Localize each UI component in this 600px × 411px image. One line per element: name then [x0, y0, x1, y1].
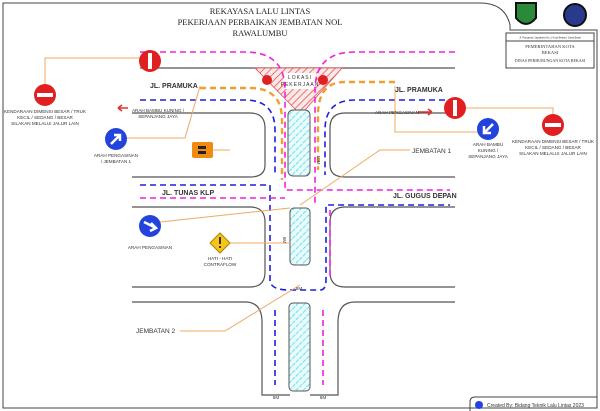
median-2: [289, 207, 311, 266]
info-org-1: PEMERINTAHAN KOTA: [525, 44, 575, 49]
note-arah-bambu-left-1: ARAH BAMBU KUNING /: [132, 108, 185, 113]
footer-logo-icon: [475, 401, 483, 409]
note-arah-pengasinan-j1-2: / JEMBATAN 1: [101, 159, 132, 164]
road-edges: [132, 67, 455, 396]
dimension-6m-b: 6M: [296, 286, 303, 291]
info-org-3: DINAS PERHUBUNGAN KOTA BEKASI: [515, 58, 586, 63]
note-no-entry-left-3: SILAKAN MELALUI JALUR LAIN: [11, 121, 79, 126]
title-line-1: REKAYASA LALU LINTAS: [210, 6, 311, 16]
note-arah-pengasinan-top: ARAH PENGASINAN: [375, 110, 419, 115]
footer-credit: Created By: Bidang Teknik Lalu Lintas 20…: [487, 403, 584, 409]
no-entry-sign-left: [34, 84, 56, 106]
note-arah-bambu-right-2: KUNING /: [478, 148, 499, 153]
dimension-6m-c: 6M: [273, 395, 280, 400]
note-contraflow-1: HATI - HATI: [208, 256, 232, 261]
note-no-entry-right-3: SILAKAN MELALUI JALUR LAIN: [519, 151, 587, 156]
work-zone-label-2: PEKERJAAN: [281, 82, 320, 88]
direction-sign-right: [477, 118, 499, 140]
work-zone-label-1: LOKASI: [288, 75, 312, 81]
no-entry-icon: [262, 75, 272, 85]
note-no-entry-left-1: KENDARAAN DIMENSI BESAR / TRUK: [4, 109, 87, 114]
note-no-entry-right-1: KENDARAAN DIMENSI BESAR / TRUK: [512, 139, 595, 144]
leader-lines: [44, 57, 554, 332]
note-arah-pengasinan-j1-1: ARAH PENGASINAN: [94, 153, 138, 158]
logo-dishub: [563, 3, 587, 27]
road-label-pramuka-right: JL. PRAMUKA: [395, 87, 443, 94]
no-entry-icon: [318, 75, 328, 85]
info-box: [505, 32, 595, 69]
road-label-tunas-klp: JL. TUNAS KLP: [162, 190, 214, 197]
note-no-entry-right-2: KECIL / SEDANG / BESAR: [525, 145, 581, 150]
note-arah-bambu-right-1: ARAH BAMBU: [473, 142, 503, 147]
no-entry-sign-top: [139, 50, 161, 72]
barrier-icon: [192, 142, 213, 158]
no-entry-sign-right-top: [444, 97, 466, 119]
direction-sign-left: [105, 128, 127, 150]
note-arah-pengasinan-mid: ARAH PENGASINAN: [128, 245, 172, 250]
road-label-gugus-depan: JL. GUGUS DEPAN: [393, 193, 457, 200]
flow-lines: [140, 51, 455, 385]
work-zone: LOKASI PEKERJAAN: [254, 67, 343, 111]
title-line-3: RAWALUMBU: [232, 28, 287, 38]
label-jembatan-2: JEMBATAN 2: [136, 328, 176, 335]
arrow-left-icon: [117, 104, 128, 112]
no-entry-sign-right: [542, 114, 564, 136]
note-arah-bambu-left-2: SEPANJANG JAYA: [138, 114, 179, 119]
direction-sign-mid: [139, 215, 161, 237]
info-org-2: BEKASI: [542, 50, 559, 55]
median-1: [287, 109, 311, 177]
logo-kota-bekasi: [515, 2, 537, 25]
dimension-6m-d: 6M: [320, 395, 327, 400]
title-line-2: PEKERJAAN PERBAIKAN JEMBATAN NOL: [178, 17, 343, 27]
note-contraflow-2: CONTRAFLOW: [204, 262, 237, 267]
arrow-right-icon: [418, 108, 433, 116]
road-label-pramuka-left: JL. PRAMUKA: [150, 83, 198, 90]
note-arah-bambu-right-3: SEPANJANG JAYA: [468, 154, 509, 159]
note-no-entry-left-2: KECIL / SEDANG / BESAR: [17, 115, 73, 120]
dimension-10m: 10M: [316, 156, 321, 165]
warning-sign-contraflow: [209, 232, 231, 254]
dimension-6m-a: 6M: [282, 237, 287, 244]
info-address: Jl. Pangeran Jayakarta No.1 Kota Bekasi,…: [519, 36, 581, 40]
label-jembatan-1: JEMBATAN 1: [412, 148, 452, 155]
median-jembatan-2: [288, 302, 311, 392]
